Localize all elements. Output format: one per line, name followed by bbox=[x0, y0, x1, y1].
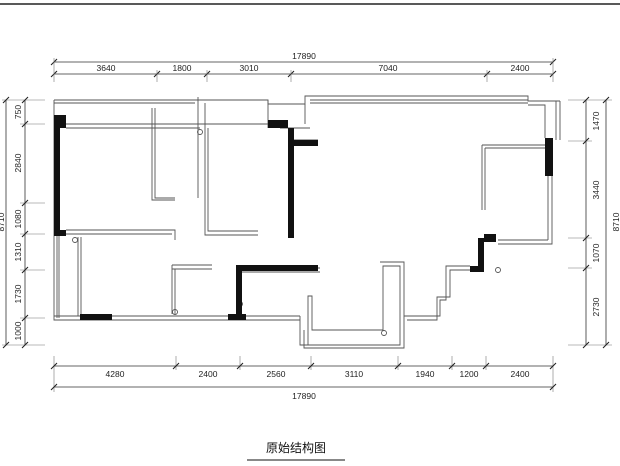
left-dimension-label: 750 bbox=[13, 105, 23, 119]
left-dimension-label: 1000 bbox=[13, 321, 23, 340]
pipe-symbol bbox=[197, 129, 203, 135]
top-dimension-group: 17890 3640 1800 3010 7040 2400 bbox=[50, 51, 557, 82]
bottom-dimension-label: 1940 bbox=[416, 369, 435, 379]
right-dimension-label: 2730 bbox=[591, 297, 601, 316]
floor-plan-walls bbox=[53, 95, 561, 349]
structural-column bbox=[484, 234, 496, 242]
outer-wall-right bbox=[498, 145, 553, 245]
load-bearing-wall bbox=[236, 265, 318, 271]
left-total-dimension: 8710 bbox=[0, 212, 6, 231]
left-dimension-label: 1730 bbox=[13, 284, 23, 303]
top-dimension-label: 7040 bbox=[379, 63, 398, 73]
balcony-wall bbox=[299, 265, 401, 346]
drawing-title: 原始结构图 bbox=[266, 440, 326, 455]
bottom-dimension-label: 1200 bbox=[460, 369, 479, 379]
right-dimension-group: 1470 3440 1070 2730 8710 bbox=[568, 96, 620, 349]
structural-columns bbox=[54, 115, 553, 320]
shaft-wall bbox=[528, 104, 546, 138]
bottom-total-dimension: 17890 bbox=[292, 391, 316, 401]
load-bearing-wall bbox=[545, 138, 553, 176]
load-bearing-wall bbox=[268, 120, 288, 128]
pipe-symbol bbox=[495, 267, 501, 273]
bottom-dimension-label: 2560 bbox=[267, 369, 286, 379]
right-dimension-label: 3440 bbox=[591, 180, 601, 199]
interior-wall bbox=[151, 108, 175, 201]
interior-wall bbox=[204, 103, 258, 236]
interior-wall bbox=[66, 229, 176, 240]
bottom-dimension-group: 4280 2400 2560 3110 1940 1200 2400 17890 bbox=[50, 356, 557, 401]
left-dimension-label: 2840 bbox=[13, 153, 23, 172]
interior-wall bbox=[154, 108, 175, 199]
left-dimension-label: 1080 bbox=[13, 209, 23, 228]
stepped-wall bbox=[407, 269, 470, 321]
top-dimension-label: 1800 bbox=[173, 63, 192, 73]
top-total-dimension: 17890 bbox=[292, 51, 316, 61]
right-total-dimension: 8710 bbox=[611, 212, 620, 231]
load-bearing-wall bbox=[478, 238, 484, 268]
pipe-symbol bbox=[381, 330, 387, 336]
bottom-dimension-label: 4280 bbox=[106, 369, 125, 379]
right-dimension-label: 1070 bbox=[591, 243, 601, 262]
stepped-wall bbox=[404, 265, 470, 317]
load-bearing-wall bbox=[236, 265, 242, 317]
left-dimension-label: 1310 bbox=[13, 242, 23, 261]
load-bearing-wall bbox=[288, 140, 318, 146]
top-dimension-label: 2400 bbox=[511, 63, 530, 73]
bottom-dimension-label: 2400 bbox=[199, 369, 218, 379]
interior-wall bbox=[207, 128, 258, 232]
right-dimension-label: 1470 bbox=[591, 111, 601, 130]
top-dimension-label: 3640 bbox=[97, 63, 116, 73]
bottom-dimension-label: 2400 bbox=[511, 369, 530, 379]
structural-column bbox=[54, 115, 66, 128]
top-dimension-label: 3010 bbox=[240, 63, 259, 73]
bottom-dimension-label: 3110 bbox=[345, 369, 364, 379]
structural-column bbox=[54, 230, 66, 236]
balcony-wall bbox=[303, 261, 405, 349]
pipe-symbol bbox=[72, 237, 78, 243]
structural-column bbox=[228, 314, 246, 320]
load-bearing-wall bbox=[80, 314, 112, 320]
pipe-symbol bbox=[172, 309, 178, 315]
load-bearing-wall bbox=[54, 128, 60, 235]
load-bearing-wall bbox=[288, 128, 294, 238]
load-bearing-wall bbox=[470, 266, 484, 272]
outer-wall-left bbox=[53, 100, 300, 321]
left-dimension-group: 8710 750 2840 1080 1310 1730 1000 bbox=[0, 96, 45, 349]
